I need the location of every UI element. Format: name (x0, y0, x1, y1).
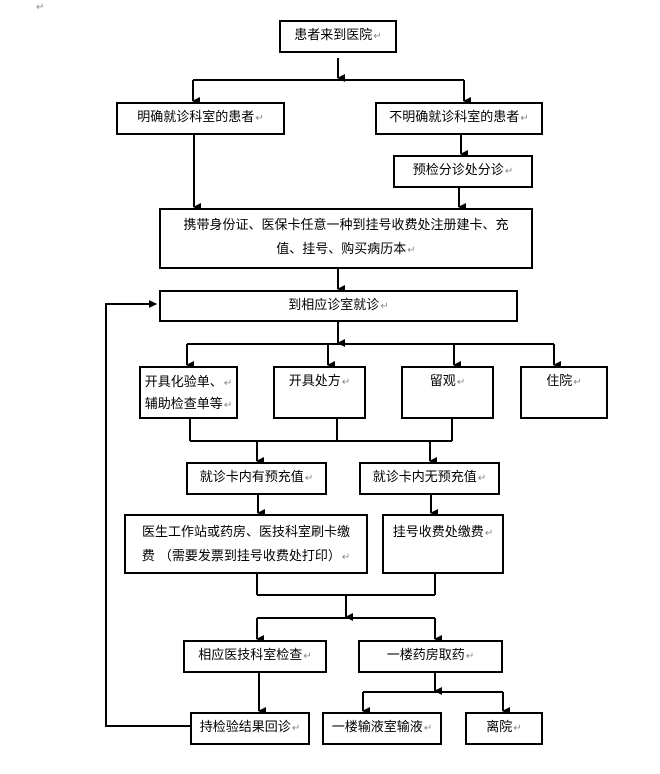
node-text: 一楼输液室输液 (331, 720, 423, 735)
feedback-loop-arrow (105, 300, 190, 727)
node-discharge: 离院↵ (465, 712, 543, 745)
paragraph-mark: ↵ (477, 473, 487, 484)
node-text: 相应医技科室检查 (198, 648, 303, 663)
node-text-line1: 开具化验单、 (144, 375, 223, 390)
node-unknown-department: 不明确就诊科室的患者↵ (375, 102, 543, 135)
node-text: 到相应诊室就诊 (288, 297, 380, 313)
paragraph-mark: ↵ (223, 378, 233, 389)
paragraph-mark: ↵ (573, 377, 582, 388)
paragraph-mark: ↵ (423, 723, 433, 734)
paragraph-mark: ↵ (341, 552, 351, 563)
node-text: 留观 (429, 374, 456, 389)
node-lab-order: 开具化验单、↵ 辅助检查单等↵ (139, 366, 238, 419)
node-pharmacy: 一楼药房取药↵ (358, 640, 503, 673)
paragraph-mark: ↵ (36, 2, 45, 13)
node-text: 持检验结果回诊 (199, 720, 291, 735)
node-cashier-payment: 挂号收费处缴费↵ (382, 514, 504, 574)
node-text: 开具处方 (288, 374, 341, 389)
node-text: 离院 (486, 720, 513, 735)
node-triage: 预检分诊处分诊↵ (393, 155, 533, 188)
node-text-line1: 携带身份证、医保卡任意一种到挂号收费处注册建卡、充 (183, 218, 509, 233)
paragraph-mark: ↵ (456, 377, 466, 388)
node-card-has-balance: 就诊卡内有预充值↵ (186, 462, 327, 495)
paragraph-mark: ↵ (520, 113, 529, 124)
paragraph-mark: ↵ (373, 31, 382, 42)
node-register: 携带身份证、医保卡任意一种到挂号收费处注册建卡、充 值、挂号、购买病历本↵ (159, 208, 533, 269)
node-text: 预检分诊处分诊 (412, 163, 504, 178)
node-patient-arrives: 患者来到医院↵ (279, 20, 397, 53)
node-infusion: 一楼输液室输液↵ (322, 712, 442, 745)
paragraph-mark: ↵ (407, 245, 416, 256)
node-text-line2: 值、挂号、购买病历本 (276, 242, 407, 257)
paragraph-mark: ↵ (513, 723, 522, 734)
node-dept-exam: 相应医技科室检查↵ (183, 640, 327, 673)
node-text: 挂号收费处缴费 (392, 525, 484, 540)
node-card-payment: 医生工作站或药房、医技科室刷卡缴 费 （需要发票到挂号收费处打印）↵ (124, 514, 368, 574)
node-text: 就诊卡内无预充值 (372, 470, 477, 485)
node-text: 明确就诊科室的患者 (137, 110, 255, 125)
node-return-with-results: 持检验结果回诊↵ (190, 712, 310, 745)
paragraph-mark: ↵ (504, 166, 514, 177)
paragraph-mark: ↵ (291, 723, 301, 734)
node-observation: 留观↵ (401, 366, 494, 419)
node-text-line2: 辅助检查单等 (144, 397, 223, 412)
paragraph-mark: ↵ (484, 528, 494, 539)
node-text: 不明确就诊科室的患者 (389, 110, 520, 125)
node-consult: 到相应诊室就诊↵ (159, 290, 518, 322)
paragraph-mark: ↵ (465, 651, 475, 662)
node-text: 一楼药房取药 (386, 648, 465, 663)
node-hospitalize: 住院↵ (520, 366, 608, 419)
node-text: 就诊卡内有预充值 (199, 470, 304, 485)
paragraph-mark: ↵ (380, 300, 389, 312)
node-prescription: 开具处方↵ (273, 366, 366, 419)
node-text-line1: 医生工作站或药房、医技科室刷卡缴 (141, 525, 350, 540)
node-text-line2: 费 （需要发票到挂号收费处打印） (141, 549, 341, 564)
node-text: 患者来到医院 (294, 28, 373, 43)
paragraph-mark: ↵ (304, 473, 314, 484)
paragraph-mark: ↵ (255, 113, 264, 124)
node-card-no-balance: 就诊卡内无预充值↵ (359, 462, 500, 495)
node-known-department: 明确就诊科室的患者↵ (116, 102, 285, 135)
paragraph-mark: ↵ (223, 400, 233, 411)
paragraph-mark: ↵ (303, 651, 312, 662)
node-text: 住院 (546, 374, 573, 389)
paragraph-mark: ↵ (341, 377, 351, 388)
